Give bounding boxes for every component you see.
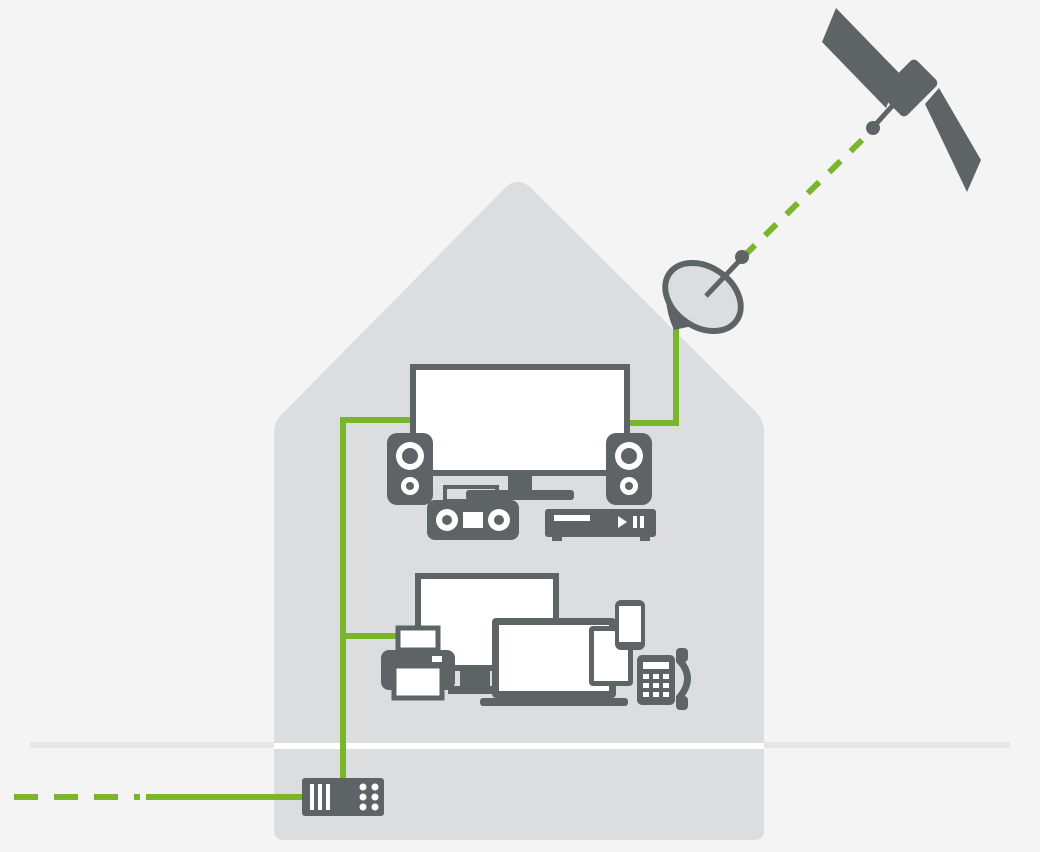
satellite-dish-icon	[662, 250, 749, 335]
floor-divider	[274, 743, 764, 749]
network-router-icon	[302, 778, 384, 816]
cables	[14, 137, 865, 800]
satellite-link-dashed	[742, 137, 865, 258]
router-to-tv-cable	[340, 417, 412, 778]
printer-icon	[381, 625, 455, 701]
smartphone-icon	[615, 600, 645, 650]
dish-to-tv-cable	[628, 318, 679, 426]
television-icon	[410, 364, 630, 500]
satellite-icon	[822, 8, 981, 192]
speaker-right-icon	[606, 433, 652, 505]
set-top-box-icon	[545, 509, 656, 541]
desk-phone-icon	[637, 648, 691, 710]
speaker-left-icon	[387, 433, 433, 505]
boombox-radio-icon	[427, 485, 519, 540]
